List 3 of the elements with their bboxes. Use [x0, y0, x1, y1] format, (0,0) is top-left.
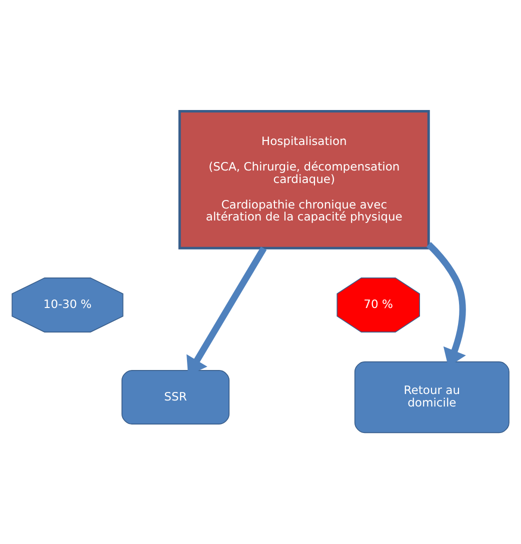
- node-box: Hospitalisation (SCA, Chirurgie, décompensation cardiaque) Cardiopathie chronique avec altération de la capacité physique: [178, 110, 430, 250]
- node-box: Retour au domicile: [354, 361, 510, 434]
- node-box: SSR: [122, 370, 230, 424]
